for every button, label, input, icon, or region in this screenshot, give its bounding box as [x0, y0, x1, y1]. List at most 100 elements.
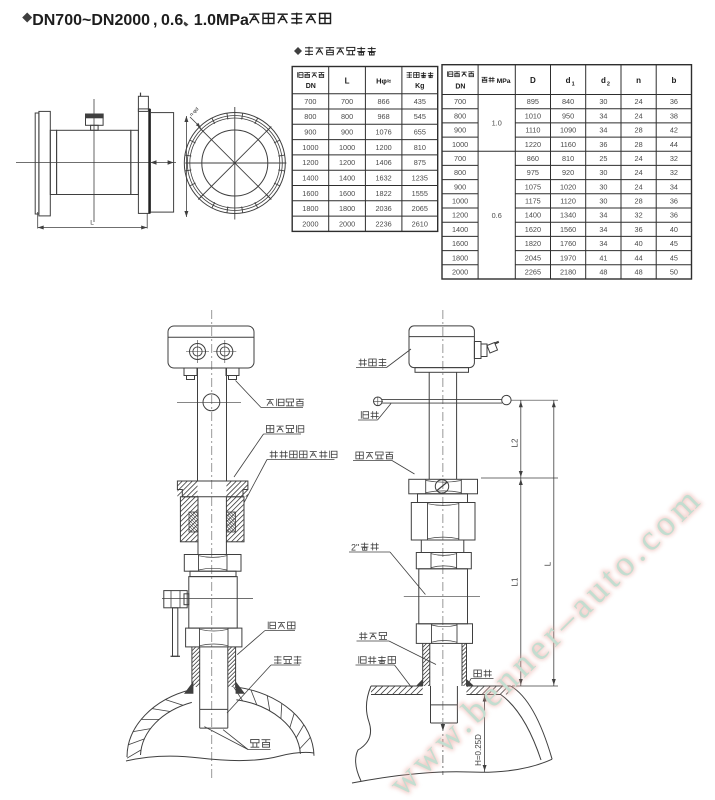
- svg-text:MPa: MPa: [497, 78, 511, 85]
- svg-text:900: 900: [304, 128, 316, 137]
- svg-text:1800: 1800: [302, 204, 318, 213]
- svg-text:L: L: [544, 561, 553, 566]
- svg-text:2: 2: [607, 82, 610, 88]
- svg-text:41: 41: [599, 253, 607, 262]
- svg-text:1160: 1160: [560, 140, 576, 149]
- svg-text:40: 40: [670, 225, 678, 234]
- svg-text:DN: DN: [306, 83, 316, 90]
- svg-text:28: 28: [635, 126, 643, 135]
- svg-text:25: 25: [599, 154, 607, 163]
- svg-text:1760: 1760: [560, 239, 576, 248]
- svg-text:24: 24: [635, 111, 643, 120]
- svg-text:34: 34: [670, 182, 678, 191]
- svg-text:1000: 1000: [339, 143, 355, 152]
- svg-text:24: 24: [635, 168, 643, 177]
- svg-text:975: 975: [527, 168, 539, 177]
- svg-text:30: 30: [599, 197, 607, 206]
- svg-text:1200: 1200: [375, 143, 391, 152]
- svg-text:700: 700: [304, 97, 316, 106]
- svg-text:435: 435: [414, 97, 426, 106]
- svg-text:1200: 1200: [302, 158, 318, 167]
- svg-text:1800: 1800: [452, 253, 468, 262]
- svg-text:48: 48: [635, 268, 643, 277]
- svg-text:2265: 2265: [525, 268, 541, 277]
- svg-text:860: 860: [527, 154, 539, 163]
- svg-text:34: 34: [599, 239, 607, 248]
- svg-text:2610: 2610: [412, 219, 428, 228]
- svg-text:920: 920: [562, 168, 574, 177]
- svg-text:28: 28: [635, 140, 643, 149]
- svg-text:30: 30: [599, 97, 607, 106]
- svg-text:45: 45: [670, 253, 678, 262]
- svg-text:38: 38: [670, 111, 678, 120]
- svg-text:36: 36: [670, 211, 678, 220]
- svg-text:34: 34: [599, 211, 607, 220]
- svg-text:28: 28: [635, 197, 643, 206]
- svg-text:,: ,: [153, 12, 157, 29]
- svg-text:1800: 1800: [339, 204, 355, 213]
- svg-text:1600: 1600: [339, 189, 355, 198]
- svg-text:866: 866: [378, 97, 390, 106]
- svg-text:n: n: [636, 76, 641, 85]
- svg-text:1120: 1120: [560, 197, 576, 206]
- svg-text:1075: 1075: [525, 182, 541, 191]
- svg-text:2000: 2000: [452, 268, 468, 277]
- svg-text:d: d: [601, 76, 606, 85]
- svg-text:1110: 1110: [525, 126, 540, 135]
- svg-text:2180: 2180: [560, 268, 576, 277]
- svg-text:1340: 1340: [560, 211, 576, 220]
- svg-text:1822: 1822: [375, 189, 391, 198]
- svg-text:Hφ≈: Hφ≈: [376, 77, 391, 86]
- svg-text:L: L: [345, 77, 350, 86]
- svg-text:1000: 1000: [452, 140, 468, 149]
- svg-text:1400: 1400: [339, 173, 355, 182]
- svg-text:n-φd: n-φd: [189, 106, 201, 118]
- svg-text:875: 875: [414, 158, 426, 167]
- svg-text:48: 48: [599, 268, 607, 277]
- svg-text:L1: L1: [511, 577, 520, 586]
- svg-text:36: 36: [670, 97, 678, 106]
- svg-text:1620: 1620: [525, 225, 541, 234]
- svg-text:2000: 2000: [302, 219, 318, 228]
- svg-text:Kg: Kg: [415, 83, 424, 90]
- svg-text:1.0: 1.0: [492, 119, 502, 128]
- svg-text:b: b: [671, 76, 676, 85]
- svg-text:800: 800: [454, 168, 466, 177]
- svg-text:1: 1: [572, 82, 575, 88]
- svg-text:1020: 1020: [560, 182, 576, 191]
- svg-text:2": 2": [351, 543, 359, 553]
- svg-text:30: 30: [599, 182, 607, 191]
- svg-text:L: L: [90, 220, 94, 227]
- svg-text:1220: 1220: [525, 140, 541, 149]
- svg-text:895: 895: [527, 97, 539, 106]
- svg-text:1.0MPa: 1.0MPa: [194, 12, 249, 29]
- svg-text:545: 545: [414, 112, 426, 121]
- svg-text:50: 50: [670, 268, 678, 277]
- svg-text:24: 24: [635, 154, 643, 163]
- svg-text:700: 700: [454, 97, 466, 106]
- svg-text:1555: 1555: [412, 189, 428, 198]
- svg-text:1010: 1010: [525, 111, 541, 120]
- svg-text:24: 24: [635, 182, 643, 191]
- svg-text:L2: L2: [511, 438, 520, 447]
- svg-text:DN700~DN2000: DN700~DN2000: [32, 12, 150, 29]
- svg-text:1400: 1400: [452, 225, 468, 234]
- svg-text:800: 800: [341, 112, 353, 121]
- svg-text:32: 32: [670, 154, 678, 163]
- svg-text:44: 44: [670, 140, 678, 149]
- svg-text:1600: 1600: [452, 239, 468, 248]
- svg-text:36: 36: [599, 140, 607, 149]
- svg-text:700: 700: [454, 154, 466, 163]
- svg-text:1600: 1600: [302, 189, 318, 198]
- svg-text:900: 900: [454, 182, 466, 191]
- svg-text:1000: 1000: [302, 143, 318, 152]
- svg-text:32: 32: [670, 168, 678, 177]
- svg-text:D: D: [530, 76, 536, 85]
- svg-text:840: 840: [562, 97, 574, 106]
- svg-text:2065: 2065: [412, 204, 428, 213]
- svg-text:45: 45: [670, 239, 678, 248]
- svg-text:2000: 2000: [339, 219, 355, 228]
- svg-text:1200: 1200: [339, 158, 355, 167]
- svg-text:d: d: [566, 76, 571, 85]
- svg-text:1076: 1076: [375, 128, 391, 137]
